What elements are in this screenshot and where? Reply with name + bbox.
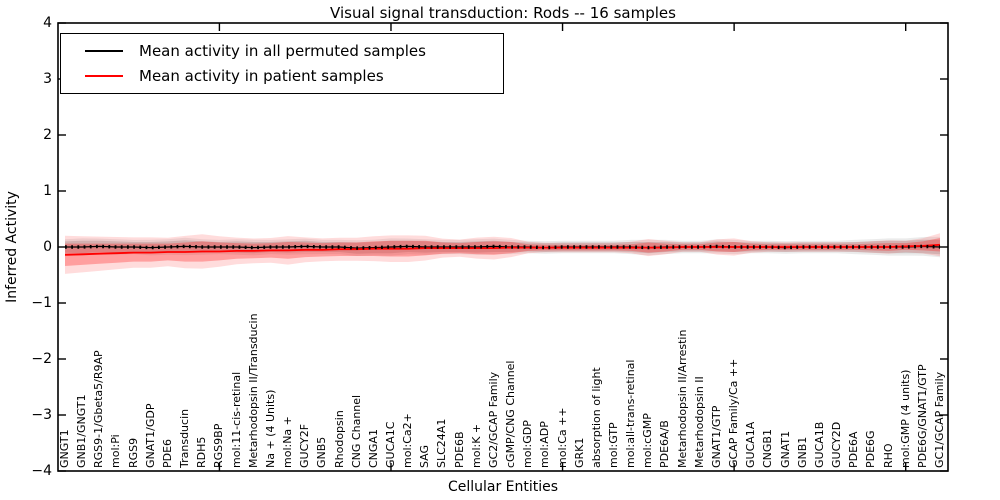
legend-item-patient: Mean activity in patient samples (85, 67, 503, 85)
entity-label: PDE6G (864, 430, 878, 468)
y-tick-label: 3 (43, 71, 52, 87)
entity-label: PDE6G/GNAT1/GTP (915, 364, 929, 468)
legend: Mean activity in all permuted samples Me… (60, 33, 504, 94)
entity-label: mol:GTP (607, 422, 621, 468)
y-tick-label: 4 (43, 15, 52, 31)
y-tick-label: −3 (31, 407, 52, 423)
y-tick-label: 1 (43, 183, 52, 199)
entity-label: PDE6 (160, 438, 174, 468)
entity-label: SLC24A1 (435, 418, 449, 468)
entity-label: CNG Channel (349, 394, 363, 468)
y-tick-label: −4 (31, 463, 52, 479)
entity-label: GUCY2D (830, 421, 844, 468)
entity-label: mol:K + (469, 423, 483, 468)
entity-label: CNGB1 (761, 429, 775, 468)
entity-label: mol:Na + (281, 416, 295, 468)
entity-label: GRK1 (572, 437, 586, 468)
patient-band (65, 238, 940, 266)
entity-label: GUCA1A (744, 421, 758, 468)
entity-label: RHO (881, 443, 895, 468)
entity-label: GCAP Family/Ca ++ (727, 358, 741, 468)
entity-label: mol:Pi (109, 434, 123, 468)
y-tick-label: 0 (43, 239, 52, 255)
entity-label: GNB1/GNGT1 (75, 394, 89, 468)
y-tick-label: −1 (31, 295, 52, 311)
y-tick-label: −2 (31, 351, 52, 367)
entity-label: GUCA1C (383, 421, 397, 468)
entity-label: RGS9-1/Gbeta5/R9AP (92, 350, 106, 468)
entity-label: mol:GMP (4 units) (898, 369, 912, 468)
entity-label: mol:ADP (538, 421, 552, 468)
entity-label: GNAT1/GDP (143, 403, 157, 468)
entity-label: mol:cGMP (641, 413, 655, 468)
entity-label: RGS9BP (212, 423, 226, 468)
entity-label: PDE6A/B (658, 420, 672, 468)
entity-label: GNAT1/GTP (709, 405, 723, 468)
entity-label: cGMP/CNG Channel (504, 360, 518, 469)
entity-label: Metarhodopsin II (692, 376, 706, 468)
entity-label: GNB5 (315, 436, 329, 468)
entity-label: GC2/GCAP Family (486, 371, 500, 468)
entity-label: CNGA1 (366, 429, 380, 468)
patient-mean-line (64, 243, 941, 256)
patient-line-sample (85, 75, 123, 78)
entity-label: mol:Ca2+ (401, 413, 415, 468)
x-axis-label: Cellular Entities (447, 479, 559, 495)
entity-label: absorption of light (589, 367, 603, 468)
entity-label: GUCA1B (812, 421, 826, 468)
entity-label: mol:Ca ++ (555, 407, 569, 468)
entity-label: PDE6B (452, 431, 466, 468)
entity-label: GNAT1 (778, 430, 792, 468)
entity-label: SAG (418, 444, 432, 468)
entity-label: Metarhodopsin II/Arrestin (675, 329, 689, 468)
y-tick-label: 2 (43, 127, 52, 143)
entity-label: Metarhodopsin II/Transducin (246, 313, 260, 468)
entity-label: GC1/GCAP Family (933, 371, 946, 468)
patient-band-outer (65, 233, 940, 274)
entity-label: RGS9 (126, 437, 140, 468)
chart-title: Visual signal transduction: Rods -- 16 s… (330, 4, 676, 22)
entity-label: RDH5 (195, 436, 209, 468)
permuted-line-sample (85, 49, 123, 52)
y-axis-label: Inferred Activity (4, 191, 20, 303)
legend-label-permuted: Mean activity in all permuted samples (139, 41, 426, 60)
entity-label: Transducin (178, 408, 192, 468)
entity-label: Rhodopsin (332, 410, 346, 468)
entity-label: GNGT1 (58, 429, 71, 468)
entity-label: mol:GDP (521, 420, 535, 468)
entity-label: mol:11-cis-retinal (229, 371, 243, 468)
entity-label: GUCY2F (298, 423, 312, 468)
entity-label: Na + (4 Units) (263, 389, 277, 468)
legend-label-patient: Mean activity in patient samples (139, 67, 384, 86)
entity-label: GNB1 (795, 436, 809, 468)
entity-label: mol:all-trans-retinal (624, 359, 638, 468)
legend-item-permuted: Mean activity in all permuted samples (85, 42, 503, 60)
entity-label: PDE6A (847, 431, 861, 468)
